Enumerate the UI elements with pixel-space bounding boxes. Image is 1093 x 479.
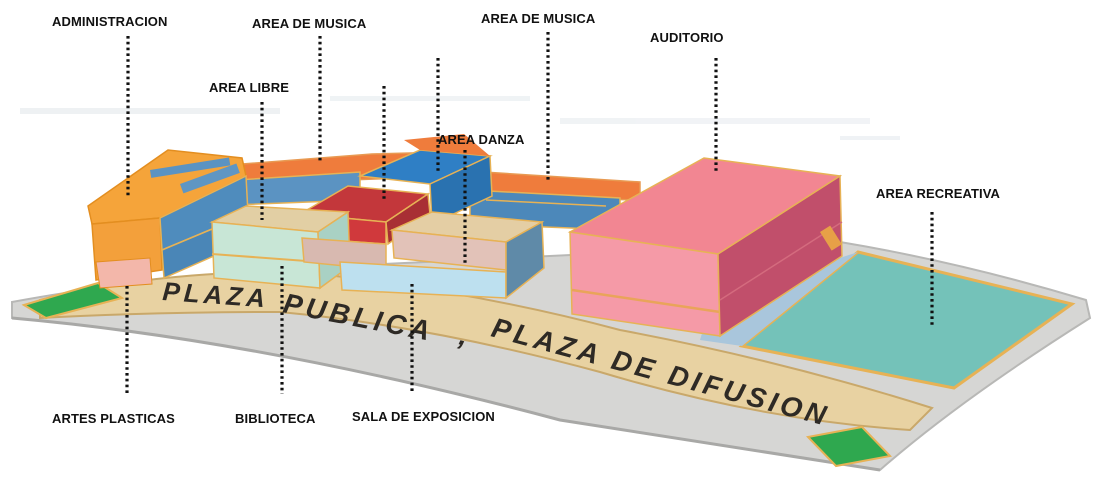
music-blue-box: [357, 134, 493, 226]
label-biblioteca: BIBLIOTECA: [235, 411, 316, 426]
recreation-area: [738, 250, 1076, 390]
label-area-libre: AREA LIBRE: [209, 80, 289, 95]
leader-lines: [125, 32, 934, 396]
label-area-musica-1: AREA DE MUSICA: [252, 16, 367, 31]
label-area-musica-2: AREA DE MUSICA: [481, 11, 596, 26]
label-artes-plasticas: ARTES PLASTICAS: [52, 411, 175, 426]
label-auditorio: AUDITORIO: [650, 30, 724, 45]
label-area-danza: AREA DANZA: [438, 132, 525, 147]
label-area-recreativa: AREA RECREATIVA: [876, 186, 1001, 201]
label-administracion: ADMINISTRACION: [52, 14, 168, 29]
exhibition-block: [301, 211, 545, 300]
background-haze: [20, 96, 900, 140]
auditorium-block: [567, 157, 843, 338]
ground-edge: [11, 316, 881, 472]
plaza-text-plaza: PLAZA: [162, 276, 271, 313]
green-patch-right: [805, 425, 893, 468]
label-sala-exposicion: SALA DE EXPOSICION: [352, 409, 495, 424]
green-patch-left: [21, 281, 125, 320]
